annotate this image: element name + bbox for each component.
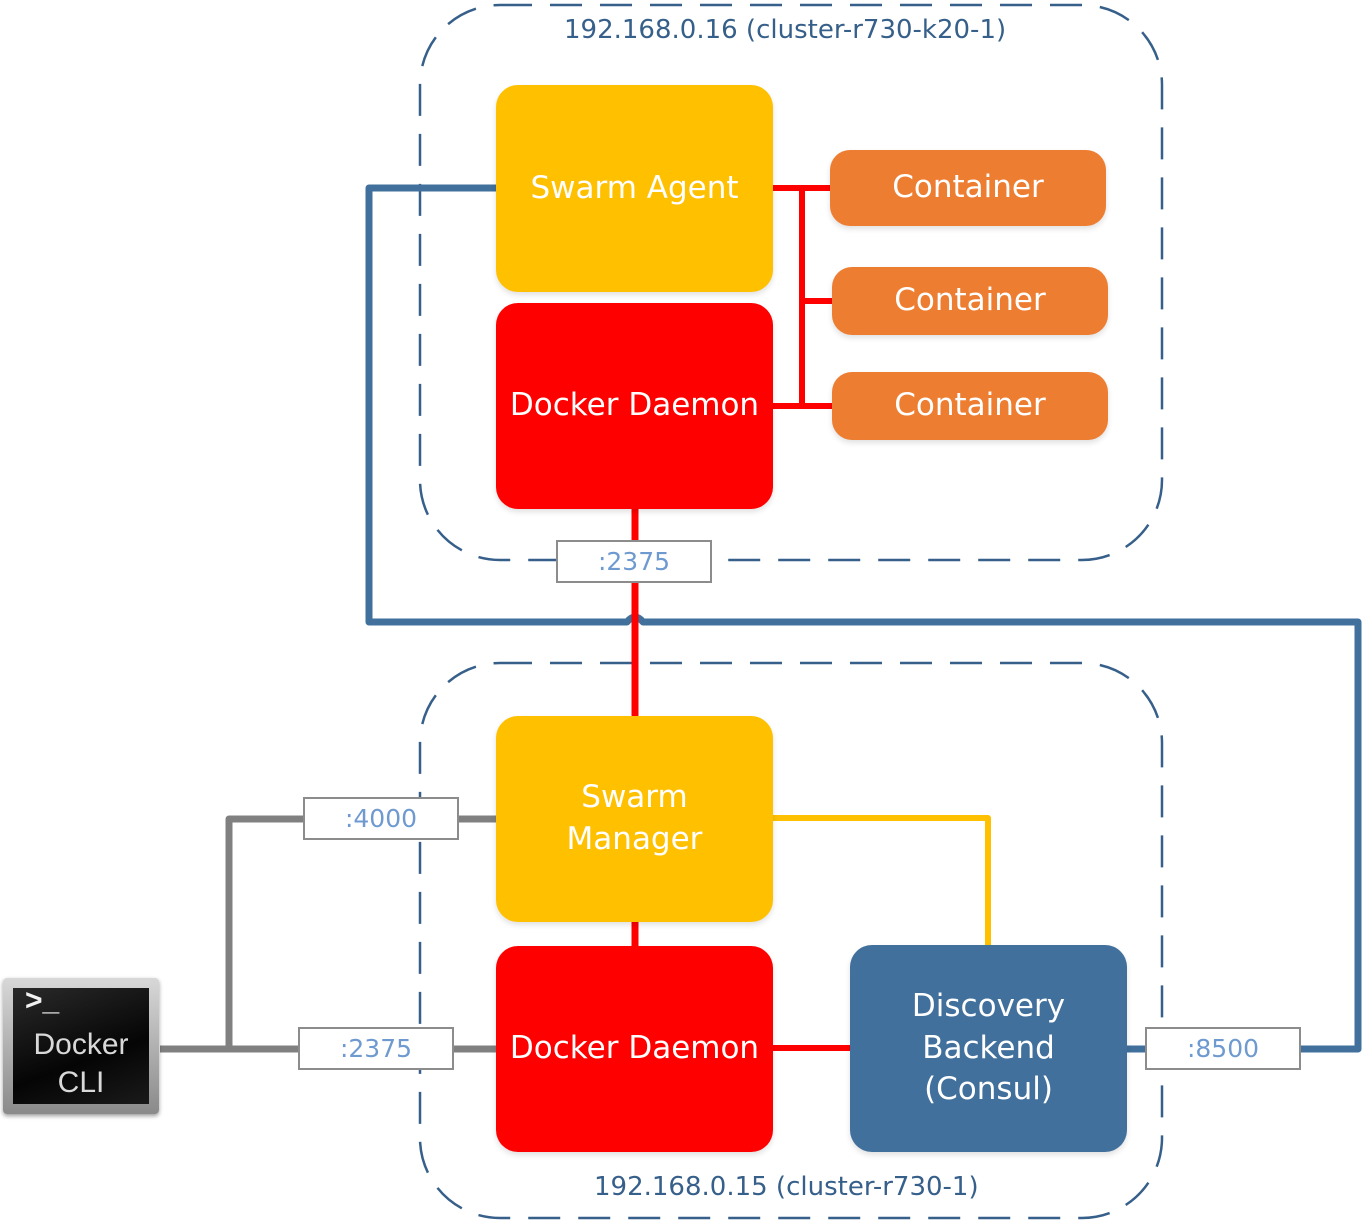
container-node[interactable]: Container bbox=[830, 150, 1106, 226]
host-label-worker: 192.168.0.16 (cluster-r730-k20-1) bbox=[558, 15, 1013, 45]
host-boundary-manager bbox=[418, 661, 1164, 1220]
swarm-manager-node[interactable]: Swarm Manager bbox=[496, 716, 773, 922]
discovery-backend-node[interactable]: Discovery Backend (Consul) bbox=[850, 945, 1127, 1152]
host-label-manager: 192.168.0.15 (cluster-r730-1) bbox=[588, 1172, 985, 1202]
edge-manager-to-discovery bbox=[769, 815, 991, 948]
cli-label-docker: Docker bbox=[33, 1028, 129, 1061]
worker-docker-daemon-node[interactable]: Docker Daemon bbox=[496, 303, 773, 509]
port-label-consul: :8500 bbox=[1145, 1027, 1301, 1070]
edge-cli-branch bbox=[225, 815, 308, 1053]
cli-prompt: >_ bbox=[25, 984, 60, 1017]
container-node[interactable]: Container bbox=[832, 267, 1108, 335]
port-label-swarm-manager: :4000 bbox=[303, 797, 459, 840]
host-boundary-worker bbox=[418, 3, 1164, 562]
swarm-agent-node[interactable]: Swarm Agent bbox=[496, 85, 773, 292]
port-label-manager-daemon: :2375 bbox=[298, 1027, 454, 1070]
cli-label-cli: CLI bbox=[57, 1066, 105, 1099]
docker-cli-icon[interactable]: >_ Docker CLI bbox=[3, 978, 159, 1114]
manager-docker-daemon-node[interactable]: Docker Daemon bbox=[496, 946, 773, 1152]
port-label-worker-daemon: :2375 bbox=[556, 540, 712, 583]
terminal-icon: >_ Docker CLI bbox=[13, 984, 149, 1104]
container-node[interactable]: Container bbox=[832, 372, 1108, 440]
